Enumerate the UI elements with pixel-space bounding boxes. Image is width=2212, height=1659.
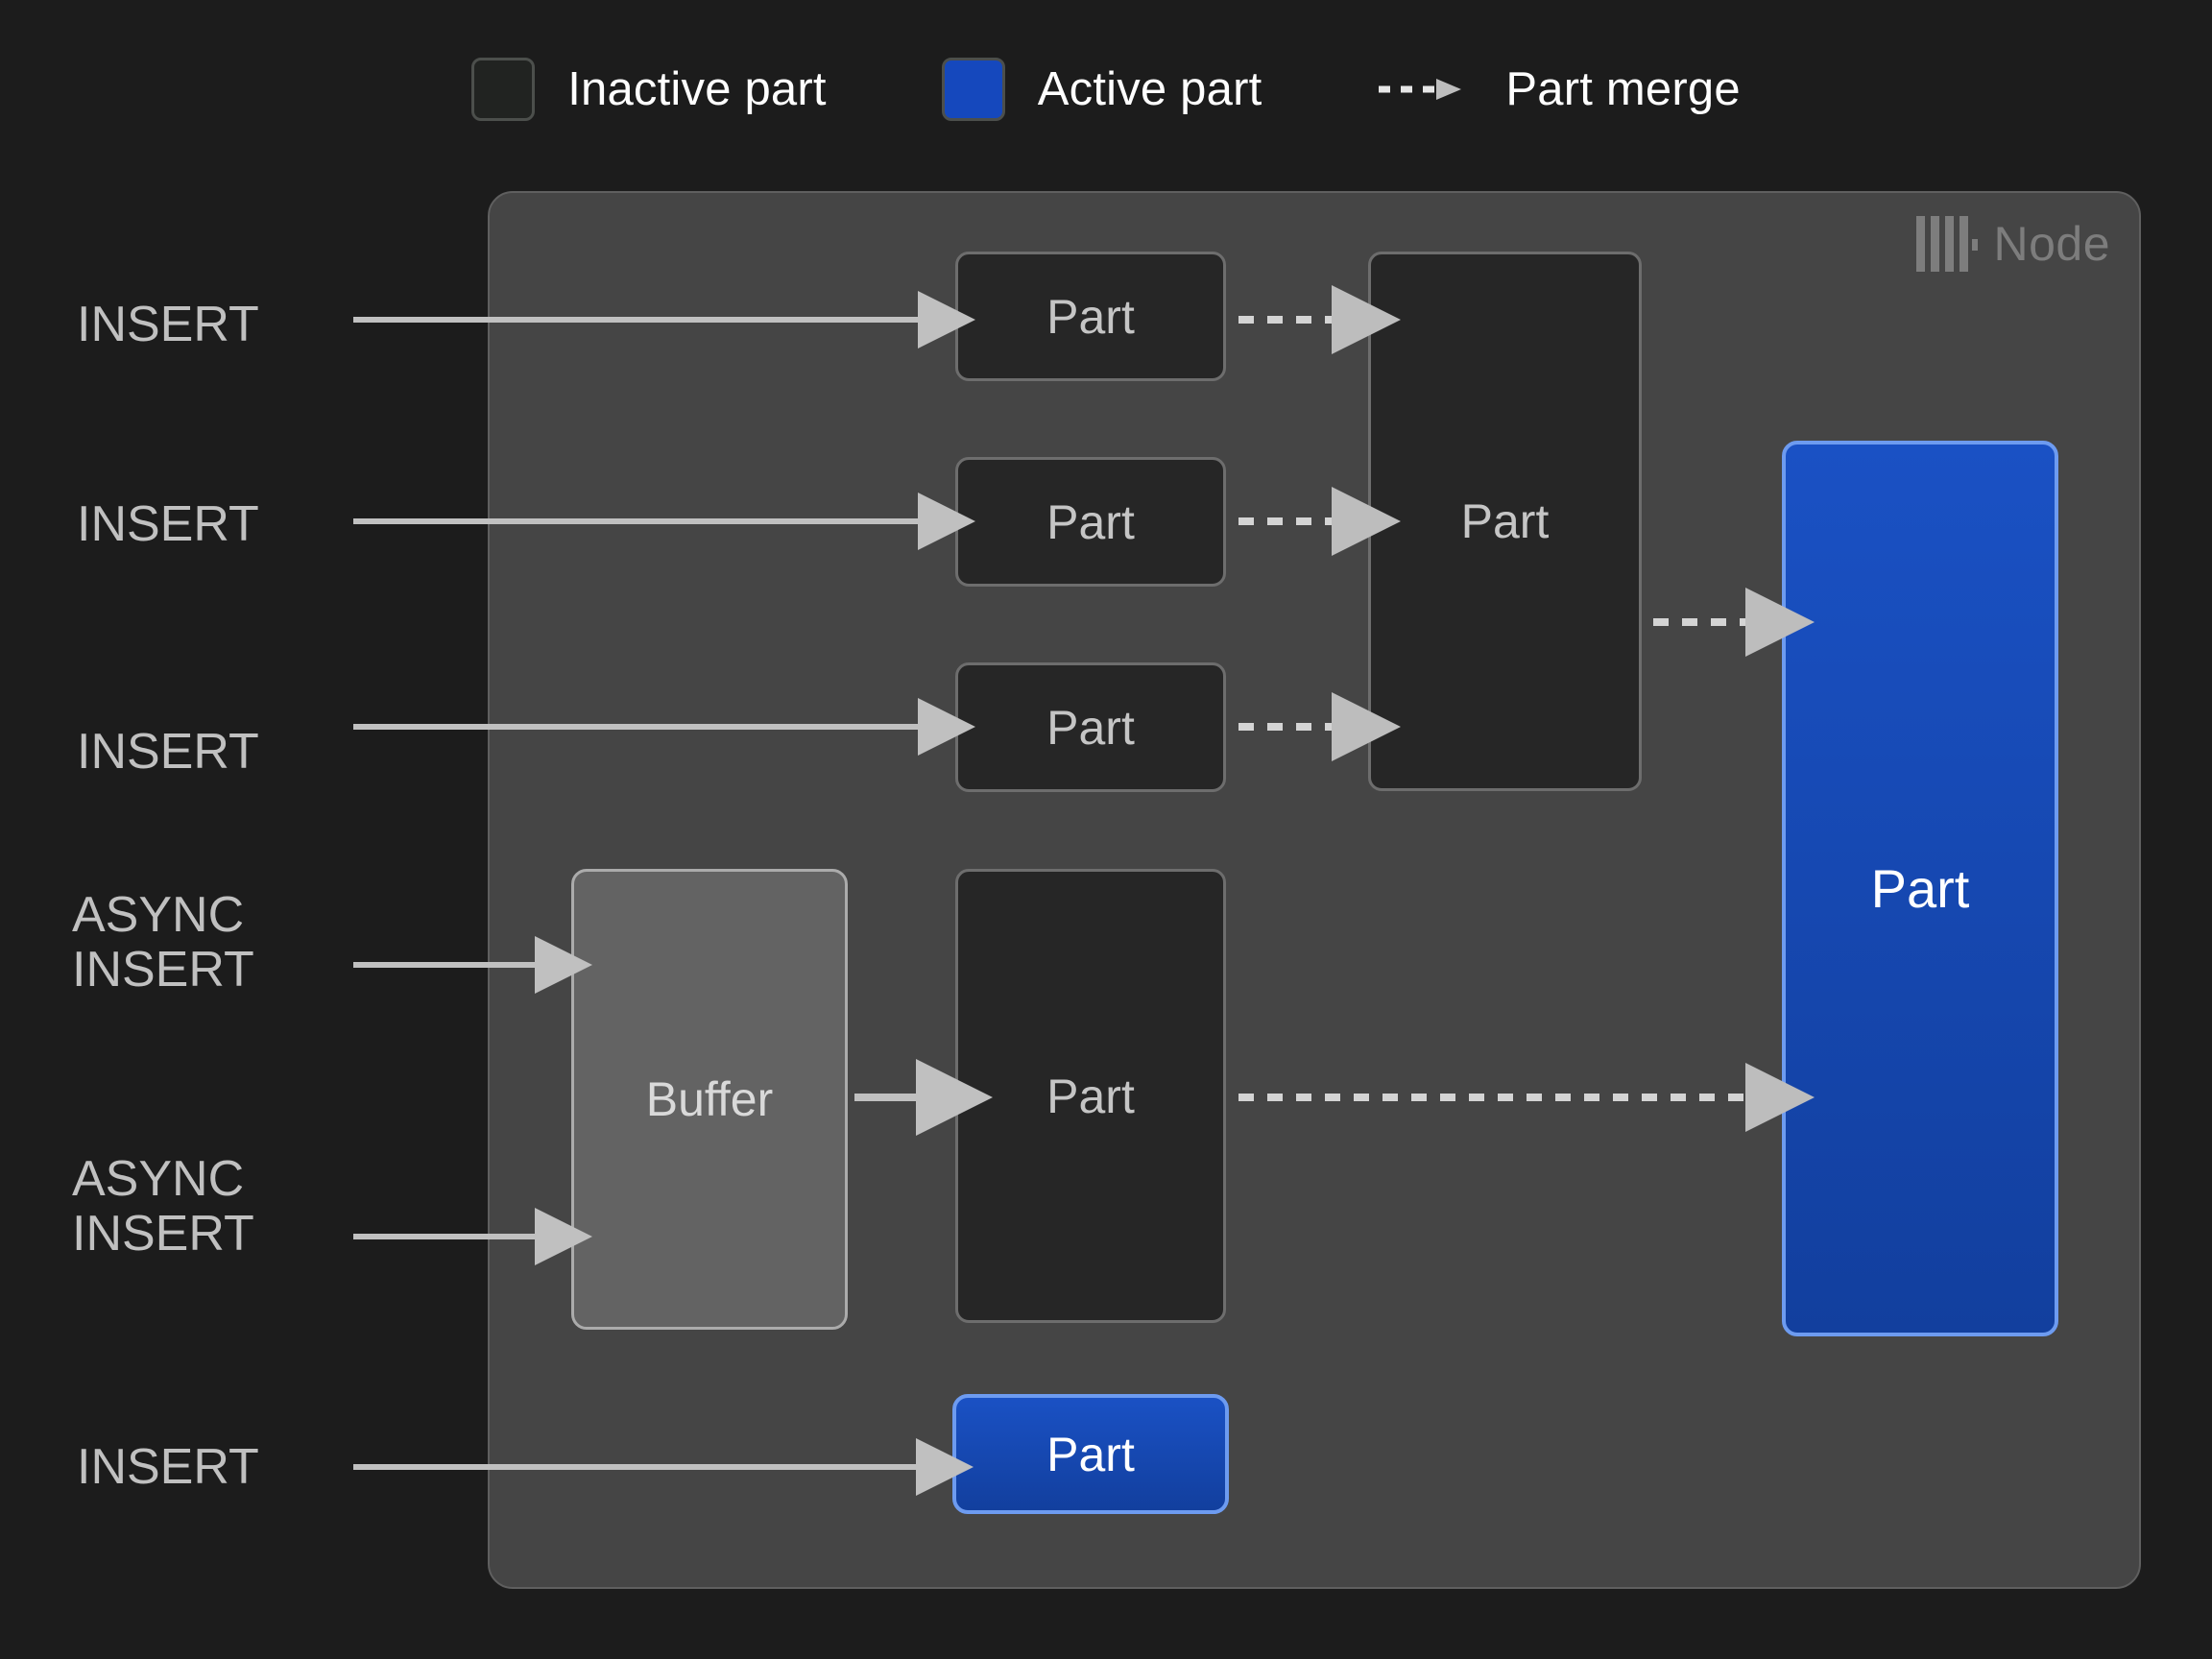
part-box-c1-3[interactable]: Part (955, 662, 1226, 792)
dashed-arrow-icon (1377, 77, 1473, 102)
source-label-insert-4: INSERT (77, 1439, 259, 1495)
legend: Inactive part Active part Part merge (0, 56, 2212, 123)
legend-item-inactive-part: Inactive part (471, 58, 827, 121)
legend-label-part-merge: Part merge (1505, 63, 1741, 115)
legend-item-part-merge: Part merge (1377, 62, 1741, 116)
part-box-c1-5[interactable]: Part (952, 1394, 1229, 1514)
source-label-insert-1: INSERT (77, 297, 259, 352)
node-badge: Node (1916, 216, 2110, 272)
buffer-box[interactable]: Buffer (571, 869, 848, 1330)
square-outline-icon (471, 58, 536, 121)
part-box-final[interactable]: Part (1782, 441, 2058, 1336)
source-label-async-insert-1: ASYNC INSERT (72, 887, 254, 998)
part-box-c1-4[interactable]: Part (955, 869, 1226, 1323)
clickhouse-logo-icon (1916, 216, 1979, 272)
legend-label-inactive-part: Inactive part (567, 63, 827, 115)
legend-label-active-part: Active part (1037, 63, 1262, 115)
legend-item-active-part: Active part (941, 58, 1262, 121)
part-box-c1-1[interactable]: Part (955, 252, 1226, 381)
part-box-c1-2[interactable]: Part (955, 457, 1226, 587)
node-label: Node (1993, 217, 2110, 271)
part-box-merged[interactable]: Part (1368, 252, 1642, 791)
square-filled-icon (941, 58, 1005, 121)
source-label-insert-3: INSERT (77, 724, 259, 780)
source-label-insert-2: INSERT (77, 496, 259, 552)
source-label-async-insert-2: ASYNC INSERT (72, 1151, 254, 1262)
